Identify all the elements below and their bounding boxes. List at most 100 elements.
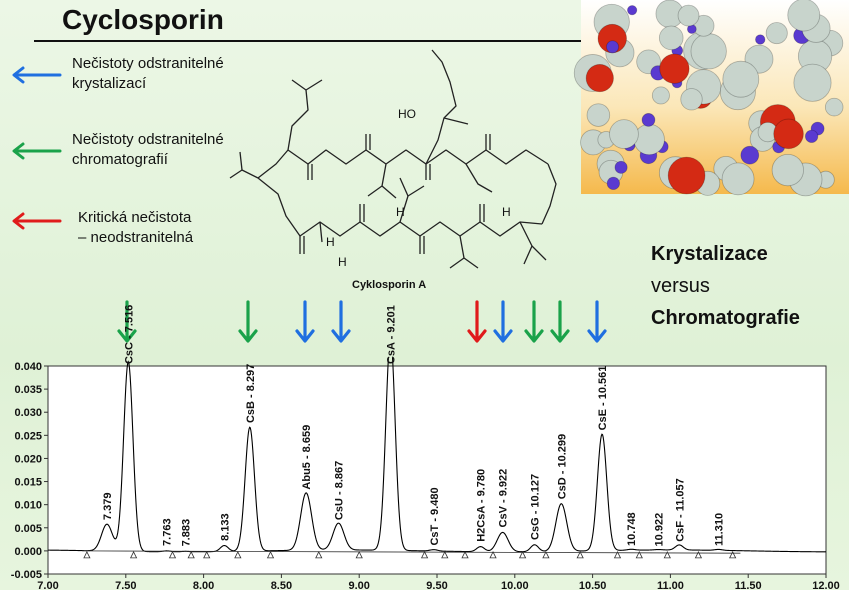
- integration-marker: [234, 550, 242, 559]
- h-label: H: [502, 205, 511, 219]
- integration-marker: [461, 550, 469, 559]
- atom-ball: [765, 22, 788, 45]
- integration-marker: [489, 550, 497, 559]
- atom-ball: [606, 176, 620, 190]
- peak-label: Abu5 - 8.659: [301, 425, 313, 490]
- chromatogram-chart: -0.0050.0000.0050.0100.0150.0200.0250.03…: [11, 305, 840, 590]
- cyclosporin-structure: HO H H H H: [229, 49, 557, 269]
- integration-marker: [315, 550, 323, 559]
- integration-marker: [441, 550, 449, 559]
- integration-marker: [168, 550, 177, 559]
- integration-marker: [420, 550, 429, 559]
- x-tick-label: 11.50: [735, 580, 762, 590]
- atom-ball: [755, 34, 766, 45]
- peak-label: CsC - 7.516: [123, 305, 135, 364]
- arrow-down-icon: [295, 300, 315, 343]
- atom-ball: [659, 53, 690, 84]
- integration-marker: [266, 550, 275, 559]
- peak-label: 10.922: [653, 513, 665, 547]
- y-tick-label: 0.015: [14, 477, 42, 489]
- arrow-left-icon: [12, 66, 62, 84]
- x-tick-label: 9.00: [348, 580, 369, 590]
- integration-marker: [83, 550, 91, 559]
- x-tick-label: 11.00: [657, 580, 684, 590]
- title-rule: [34, 40, 582, 42]
- integration-marker: [728, 550, 737, 559]
- atom-ball: [585, 64, 614, 93]
- atom-ball: [824, 97, 844, 117]
- plot-area: [47, 365, 827, 575]
- side-word-3: Chromatografie: [651, 307, 800, 329]
- x-tick-label: 10.50: [579, 580, 607, 590]
- baseline: [82, 550, 741, 554]
- chromatogram-trace: [48, 358, 826, 553]
- side-word-2: versus: [651, 275, 710, 297]
- atom-ball: [651, 86, 670, 105]
- peak-label: CsB - 8.297: [245, 364, 257, 423]
- integration-marker: [129, 550, 138, 559]
- y-tick-label: 0.020: [14, 453, 42, 465]
- peak-label: 7.379: [102, 493, 114, 521]
- atom-ball: [667, 156, 706, 195]
- integration-marker: [518, 550, 527, 559]
- atom-ball: [677, 4, 700, 27]
- integration-marker: [576, 550, 584, 559]
- h-label: H: [326, 235, 335, 249]
- x-tick-label: 7.00: [37, 580, 58, 590]
- arrow-down-icon: [117, 300, 137, 343]
- integration-marker: [355, 550, 363, 559]
- atom-ball: [740, 145, 760, 165]
- x-tick-label: 8.50: [271, 580, 292, 590]
- peak-label: 8.133: [219, 513, 231, 541]
- atom-ball: [586, 103, 611, 127]
- y-tick-label: 0.025: [14, 430, 42, 442]
- atom-ball: [658, 25, 684, 51]
- integration-marker: [203, 550, 211, 559]
- page-title: Cyclosporin: [62, 4, 224, 35]
- integration-marker: [613, 550, 622, 559]
- arrow-left-icon: [12, 142, 62, 160]
- arrow-down-icon: [493, 300, 513, 343]
- y-tick-label: 0.005: [14, 523, 42, 535]
- atom-ball: [721, 162, 755, 196]
- peak-label: CsG - 10.127: [530, 474, 542, 540]
- side-title-chromatography: Chromatografie: [651, 302, 800, 334]
- x-tick-label: 12.00: [812, 580, 840, 590]
- y-tick-label: 0.040: [14, 361, 42, 373]
- atom-ball: [787, 0, 821, 32]
- integration-marker: [694, 550, 703, 559]
- legend-text-crystallization: Nečistoty odstranitelné krystalizací: [72, 55, 224, 92]
- legend-text-critical: Kritická nečistota – neodstranitelná: [78, 209, 194, 246]
- atom-ball: [722, 60, 760, 98]
- x-tick-label: 10.00: [501, 580, 529, 590]
- y-tick-label: 0.000: [14, 546, 42, 558]
- atom-ball: [680, 88, 703, 111]
- integration-marker: [663, 550, 671, 559]
- molecule-3d-image: [573, 0, 849, 197]
- x-tick-label: 9.50: [426, 580, 447, 590]
- h-label: H: [338, 255, 347, 269]
- x-tick-label: 7.50: [115, 580, 136, 590]
- peak-label: CsT - 9.480: [429, 487, 441, 545]
- peak-label: CsE - 10.561: [597, 366, 609, 431]
- side-title-crystallization: Krystalizace: [651, 238, 768, 270]
- arrow-down-icon: [587, 300, 607, 343]
- atom-ball: [793, 63, 832, 102]
- arrow-left-icon: [12, 212, 62, 230]
- integration-marker: [187, 550, 195, 559]
- legend-text-chromatography: Nečistoty odstranitelné chromatografií: [72, 131, 224, 168]
- impurity-arrows: [117, 300, 607, 343]
- y-tick-label: -0.005: [11, 569, 42, 581]
- peak-label: CsV - 9.922: [498, 469, 510, 528]
- peak-label: 7.883: [180, 519, 192, 547]
- atom-ball: [804, 129, 819, 143]
- arrow-down-icon: [238, 300, 258, 343]
- atom-ball: [773, 118, 804, 150]
- peak-label: H2CsA - 9.780: [476, 469, 488, 542]
- side-word-1: Krystalizace: [651, 243, 768, 265]
- peak-label: CsD - 10.299: [556, 434, 568, 499]
- x-tick-label: 8.00: [193, 580, 214, 590]
- atom-ball: [627, 5, 638, 16]
- atom-ball: [606, 40, 619, 54]
- arrow-down-icon: [331, 300, 351, 343]
